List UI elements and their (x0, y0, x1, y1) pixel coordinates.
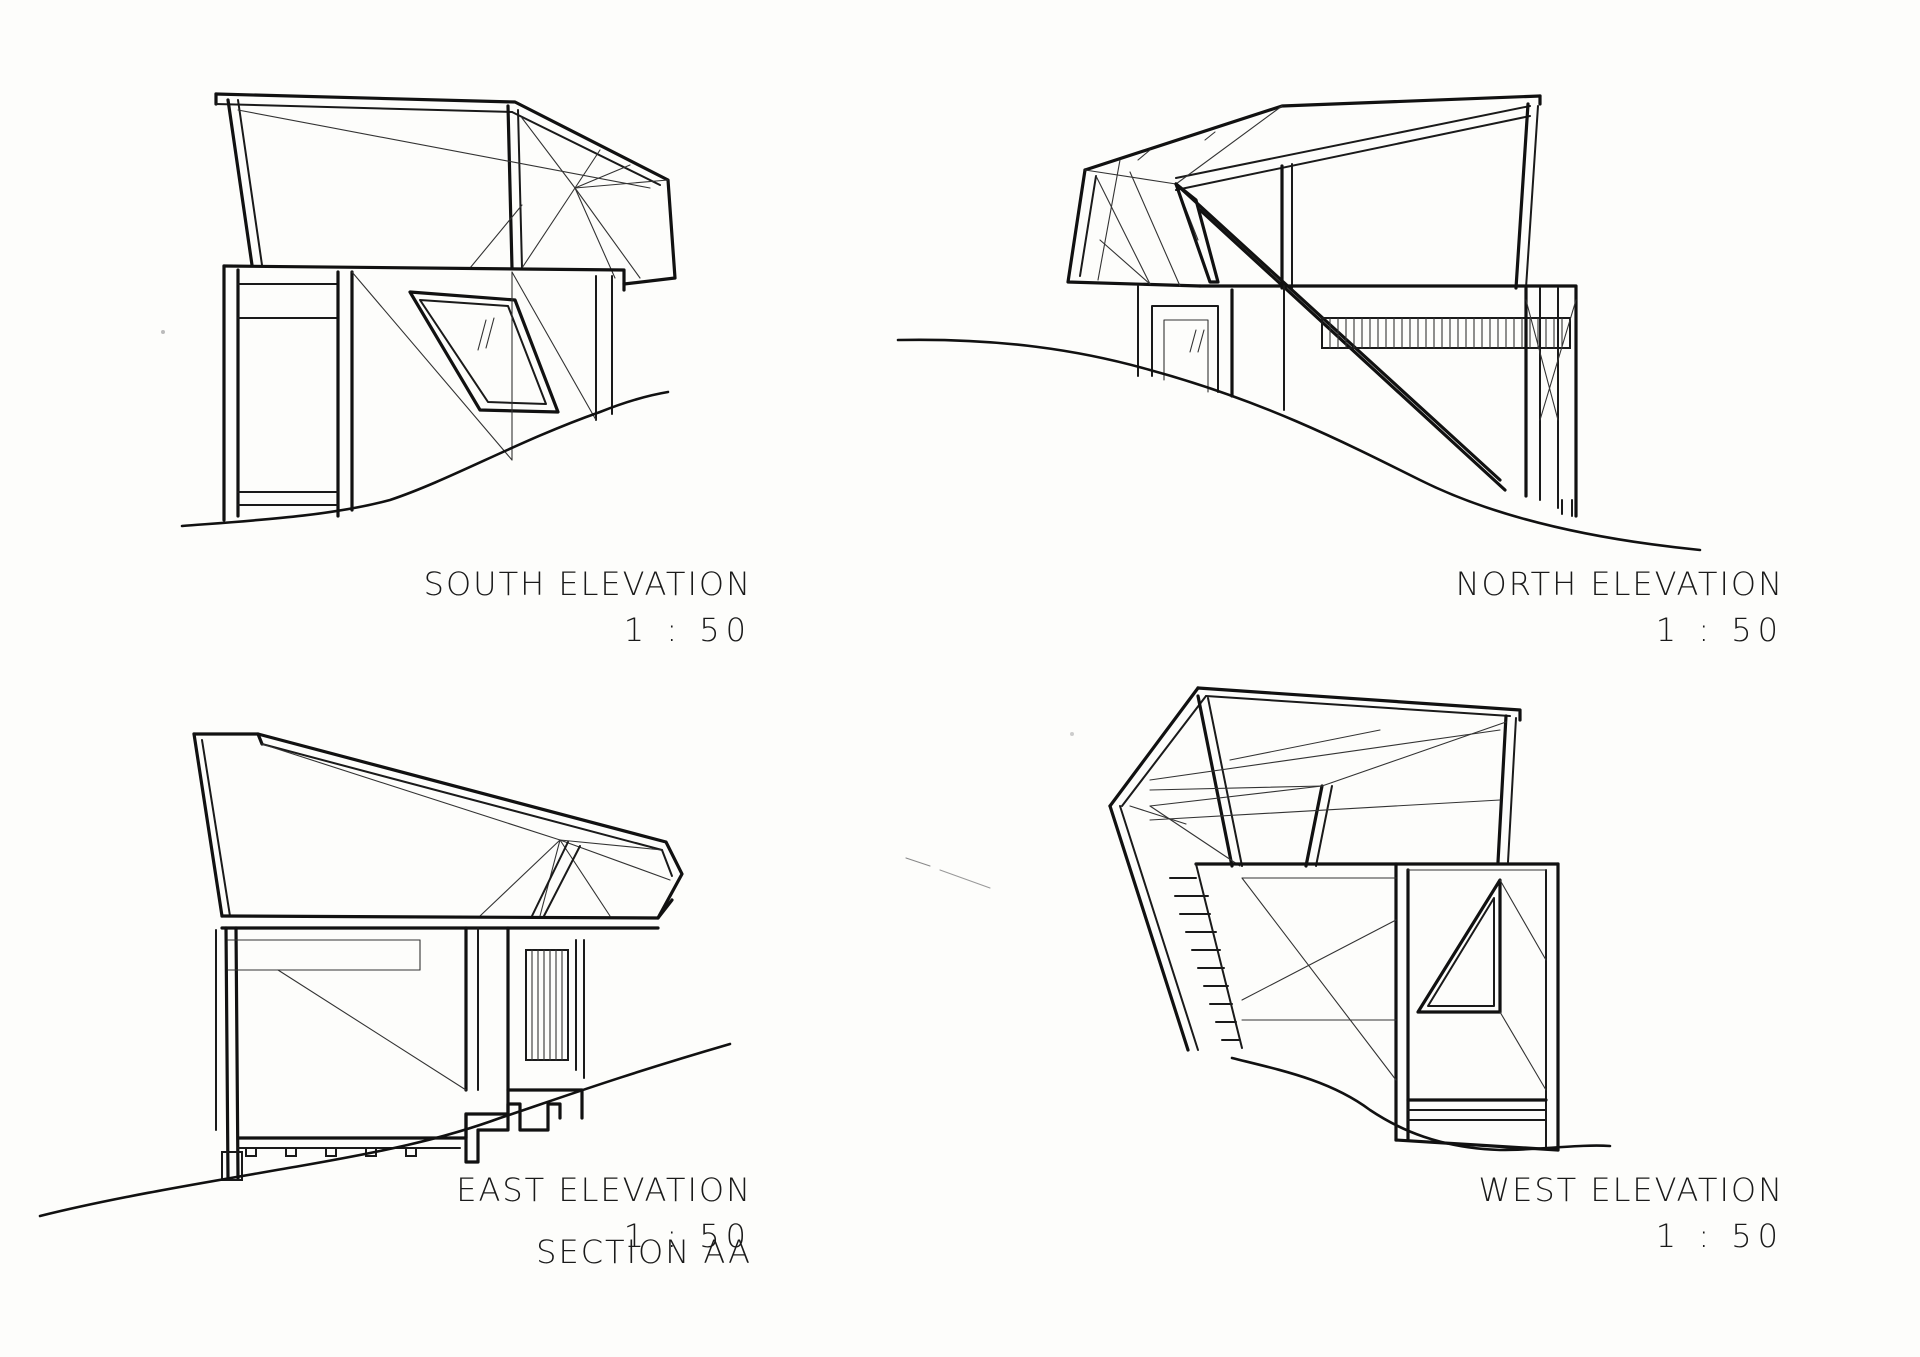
south-elevation-scale: 1 : 50 (623, 611, 752, 649)
west-elevation-drawing (1108, 686, 1612, 1152)
west-elevation-scale: 1 : 50 (1655, 1217, 1784, 1255)
west-elevation-title: WEST ELEVATION (1478, 1171, 1784, 1209)
section-aa-label: SECTION AA (536, 1233, 752, 1271)
east-elevation-scale: 1 : 50 (623, 1217, 752, 1255)
north-elevation-title: NORTH ELEVATION (1455, 565, 1784, 603)
north-elevation-scale: 1 : 50 (1655, 611, 1784, 649)
north-elevation-drawing (896, 94, 1702, 552)
stair-ladder (1169, 877, 1241, 1041)
east-elevation-drawing (38, 732, 732, 1218)
south-elevation-drawing (180, 92, 677, 528)
slat-pattern (1329, 317, 1563, 349)
paper-marks (161, 330, 1074, 889)
east-elevation-title: EAST ELEVATION (456, 1171, 752, 1209)
south-elevation-title: SOUTH ELEVATION (423, 565, 752, 603)
